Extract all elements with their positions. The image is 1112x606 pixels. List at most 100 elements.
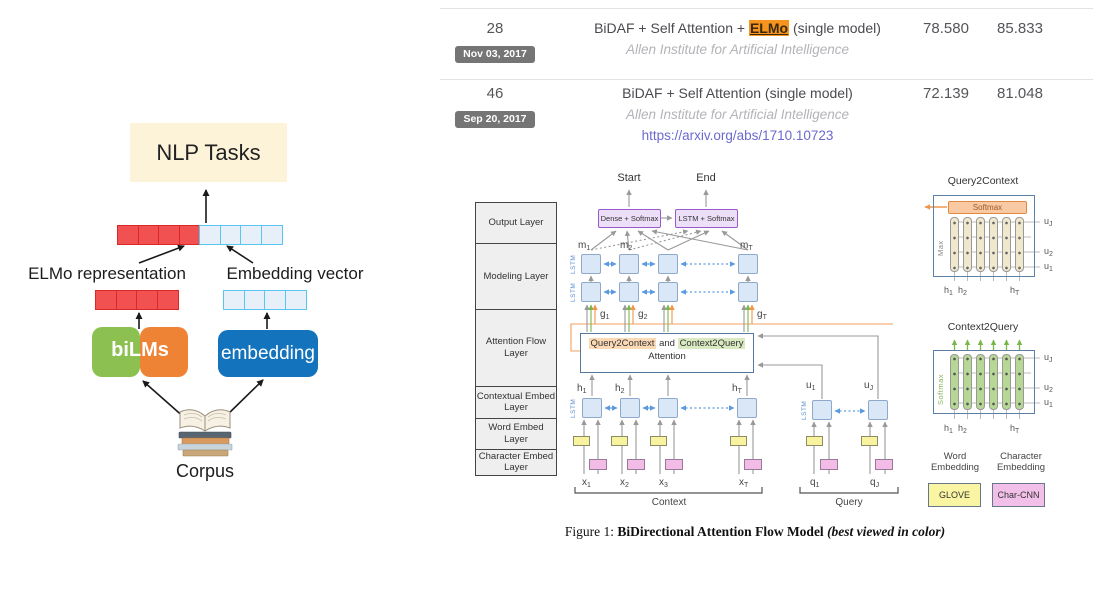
model-name-text: BiDAF + Self Attention + [594, 20, 749, 36]
lstm-cell [737, 398, 757, 418]
char-embed-box [665, 459, 683, 470]
c2q-softmax-label: Softmax [936, 373, 945, 405]
c2q-title: Context2Query [947, 321, 1019, 333]
c2q-column [989, 354, 998, 410]
c2q-uJ-label: uJ [1044, 352, 1053, 364]
arxiv-link-wrap: https://arxiv.org/abs/1710.10723 [560, 127, 915, 145]
bilms-label: biLMs [111, 339, 169, 361]
u1-label: u1 [806, 380, 816, 392]
model-name: BiDAF + Self Attention + ELMo (single mo… [560, 20, 915, 36]
layer-key-item: Output Layer [476, 203, 556, 244]
vector-cell [158, 225, 180, 245]
q2c-u2-label: u2 [1044, 246, 1053, 258]
vector-cell [243, 290, 266, 310]
word-embed-box [730, 436, 747, 446]
date-badge: Nov 03, 2017 [455, 46, 535, 63]
q2c-h2-label: h2 [958, 285, 967, 297]
vector-cell [95, 290, 117, 310]
q2c-column [950, 217, 959, 272]
rank-cell: 46 [486, 85, 504, 102]
lstm-cell [738, 254, 758, 274]
q2c-max-label: Max [936, 240, 945, 256]
lstm-cell [738, 282, 758, 302]
vector-cell [199, 225, 221, 245]
c2q-h2-label: h2 [958, 423, 967, 435]
elmo-highlight: ELMo [748, 20, 790, 36]
layer-key-item: Attention Flow Layer [476, 310, 556, 387]
lstm-cell [812, 400, 832, 420]
q2c-column [989, 217, 998, 272]
x2-label: x2 [620, 477, 629, 489]
brackets [574, 487, 899, 494]
word-embedding-label: Word Embedding [930, 451, 980, 474]
mT-label: mT [740, 240, 753, 252]
lstm-softmax-box: LSTM + Softmax [675, 209, 738, 228]
lstm-cell [619, 254, 639, 274]
qJ-label: qJ [870, 477, 880, 489]
q2c-column [1002, 217, 1011, 272]
embedding-vector [223, 290, 307, 310]
layer-key-item: Contextual Embed Layer [476, 386, 556, 419]
lstm-cell [582, 398, 602, 418]
q2c-hT-label: hT [1010, 285, 1020, 297]
c2q-column [963, 354, 972, 410]
org-name: Allen Institute for Artificial Intellige… [625, 107, 850, 122]
rank-cell: 28 [486, 20, 504, 37]
em-score: 78.580 [923, 20, 969, 37]
h2-label: h2 [615, 383, 625, 395]
elmo-diagram-arrows [135, 189, 271, 420]
attention-label: Attention [648, 351, 686, 362]
figure-caption: Figure 1: BiDirectional Attention Flow M… [490, 524, 1020, 540]
c2q-column [950, 354, 959, 410]
lstm-vertical-label: LSTM [570, 398, 577, 418]
q2c-h1-label: h1 [944, 285, 953, 297]
q2c-highlight: Query2Context [588, 338, 657, 349]
q2c-uJ-label: uJ [1044, 216, 1053, 228]
org-name: Allen Institute for Artificial Intellige… [625, 42, 850, 57]
elmo-vector [95, 290, 179, 310]
c2q-column [1002, 354, 1011, 410]
model-name-text: (single model) [789, 20, 881, 36]
char-embed-box [820, 459, 838, 470]
c2q-highlight: Context2Query [677, 338, 746, 349]
g2-label: g2 [638, 309, 648, 321]
lstm-cell [620, 398, 640, 418]
vector-cell [137, 225, 160, 245]
lstm-vertical-label: LSTM [570, 282, 577, 302]
concat-vector [117, 225, 283, 245]
q2c-softmax-bar: Softmax [948, 201, 1027, 214]
vector-cell [156, 290, 179, 310]
query-label: Query [835, 497, 863, 508]
vector-cell [219, 225, 242, 245]
char-embed-box [744, 459, 762, 470]
date-badge-wrap: Nov 03, 2017 [455, 44, 535, 63]
em-score: 72.139 [923, 85, 969, 102]
lstm-cell [658, 398, 678, 418]
c2q-column [1015, 354, 1024, 410]
attention-flow-arrows [570, 304, 893, 352]
word-embed-box [650, 436, 667, 446]
word-embed-box [573, 436, 590, 446]
arxiv-link[interactable]: https://arxiv.org/abs/1710.10723 [641, 128, 834, 143]
char-cnn-box: Char-CNN [992, 483, 1045, 507]
vector-cell [136, 290, 158, 310]
bilms-box-orange [140, 327, 188, 377]
embedding-box: embedding [218, 330, 318, 377]
q1-label: q1 [810, 477, 820, 489]
lstm-cell [581, 254, 601, 274]
gT-label: gT [757, 309, 767, 321]
dense-softmax-box: Dense + Softmax [598, 209, 661, 228]
g1-label: g1 [600, 309, 610, 321]
table-row-divider [440, 79, 1093, 80]
layer-key-item: Modeling Layer [476, 243, 556, 310]
c2q-u2-label: u2 [1044, 382, 1053, 394]
q2c-title: Query2Context [947, 175, 1019, 187]
embedding-vector-label: Embedding vector [226, 264, 364, 283]
nlp-tasks-box: NLP Tasks [130, 123, 287, 182]
lstm-cell [868, 400, 888, 420]
word-embed-box [611, 436, 628, 446]
end-label: End [696, 172, 716, 184]
q2c-u1-label: u1 [1044, 261, 1053, 273]
